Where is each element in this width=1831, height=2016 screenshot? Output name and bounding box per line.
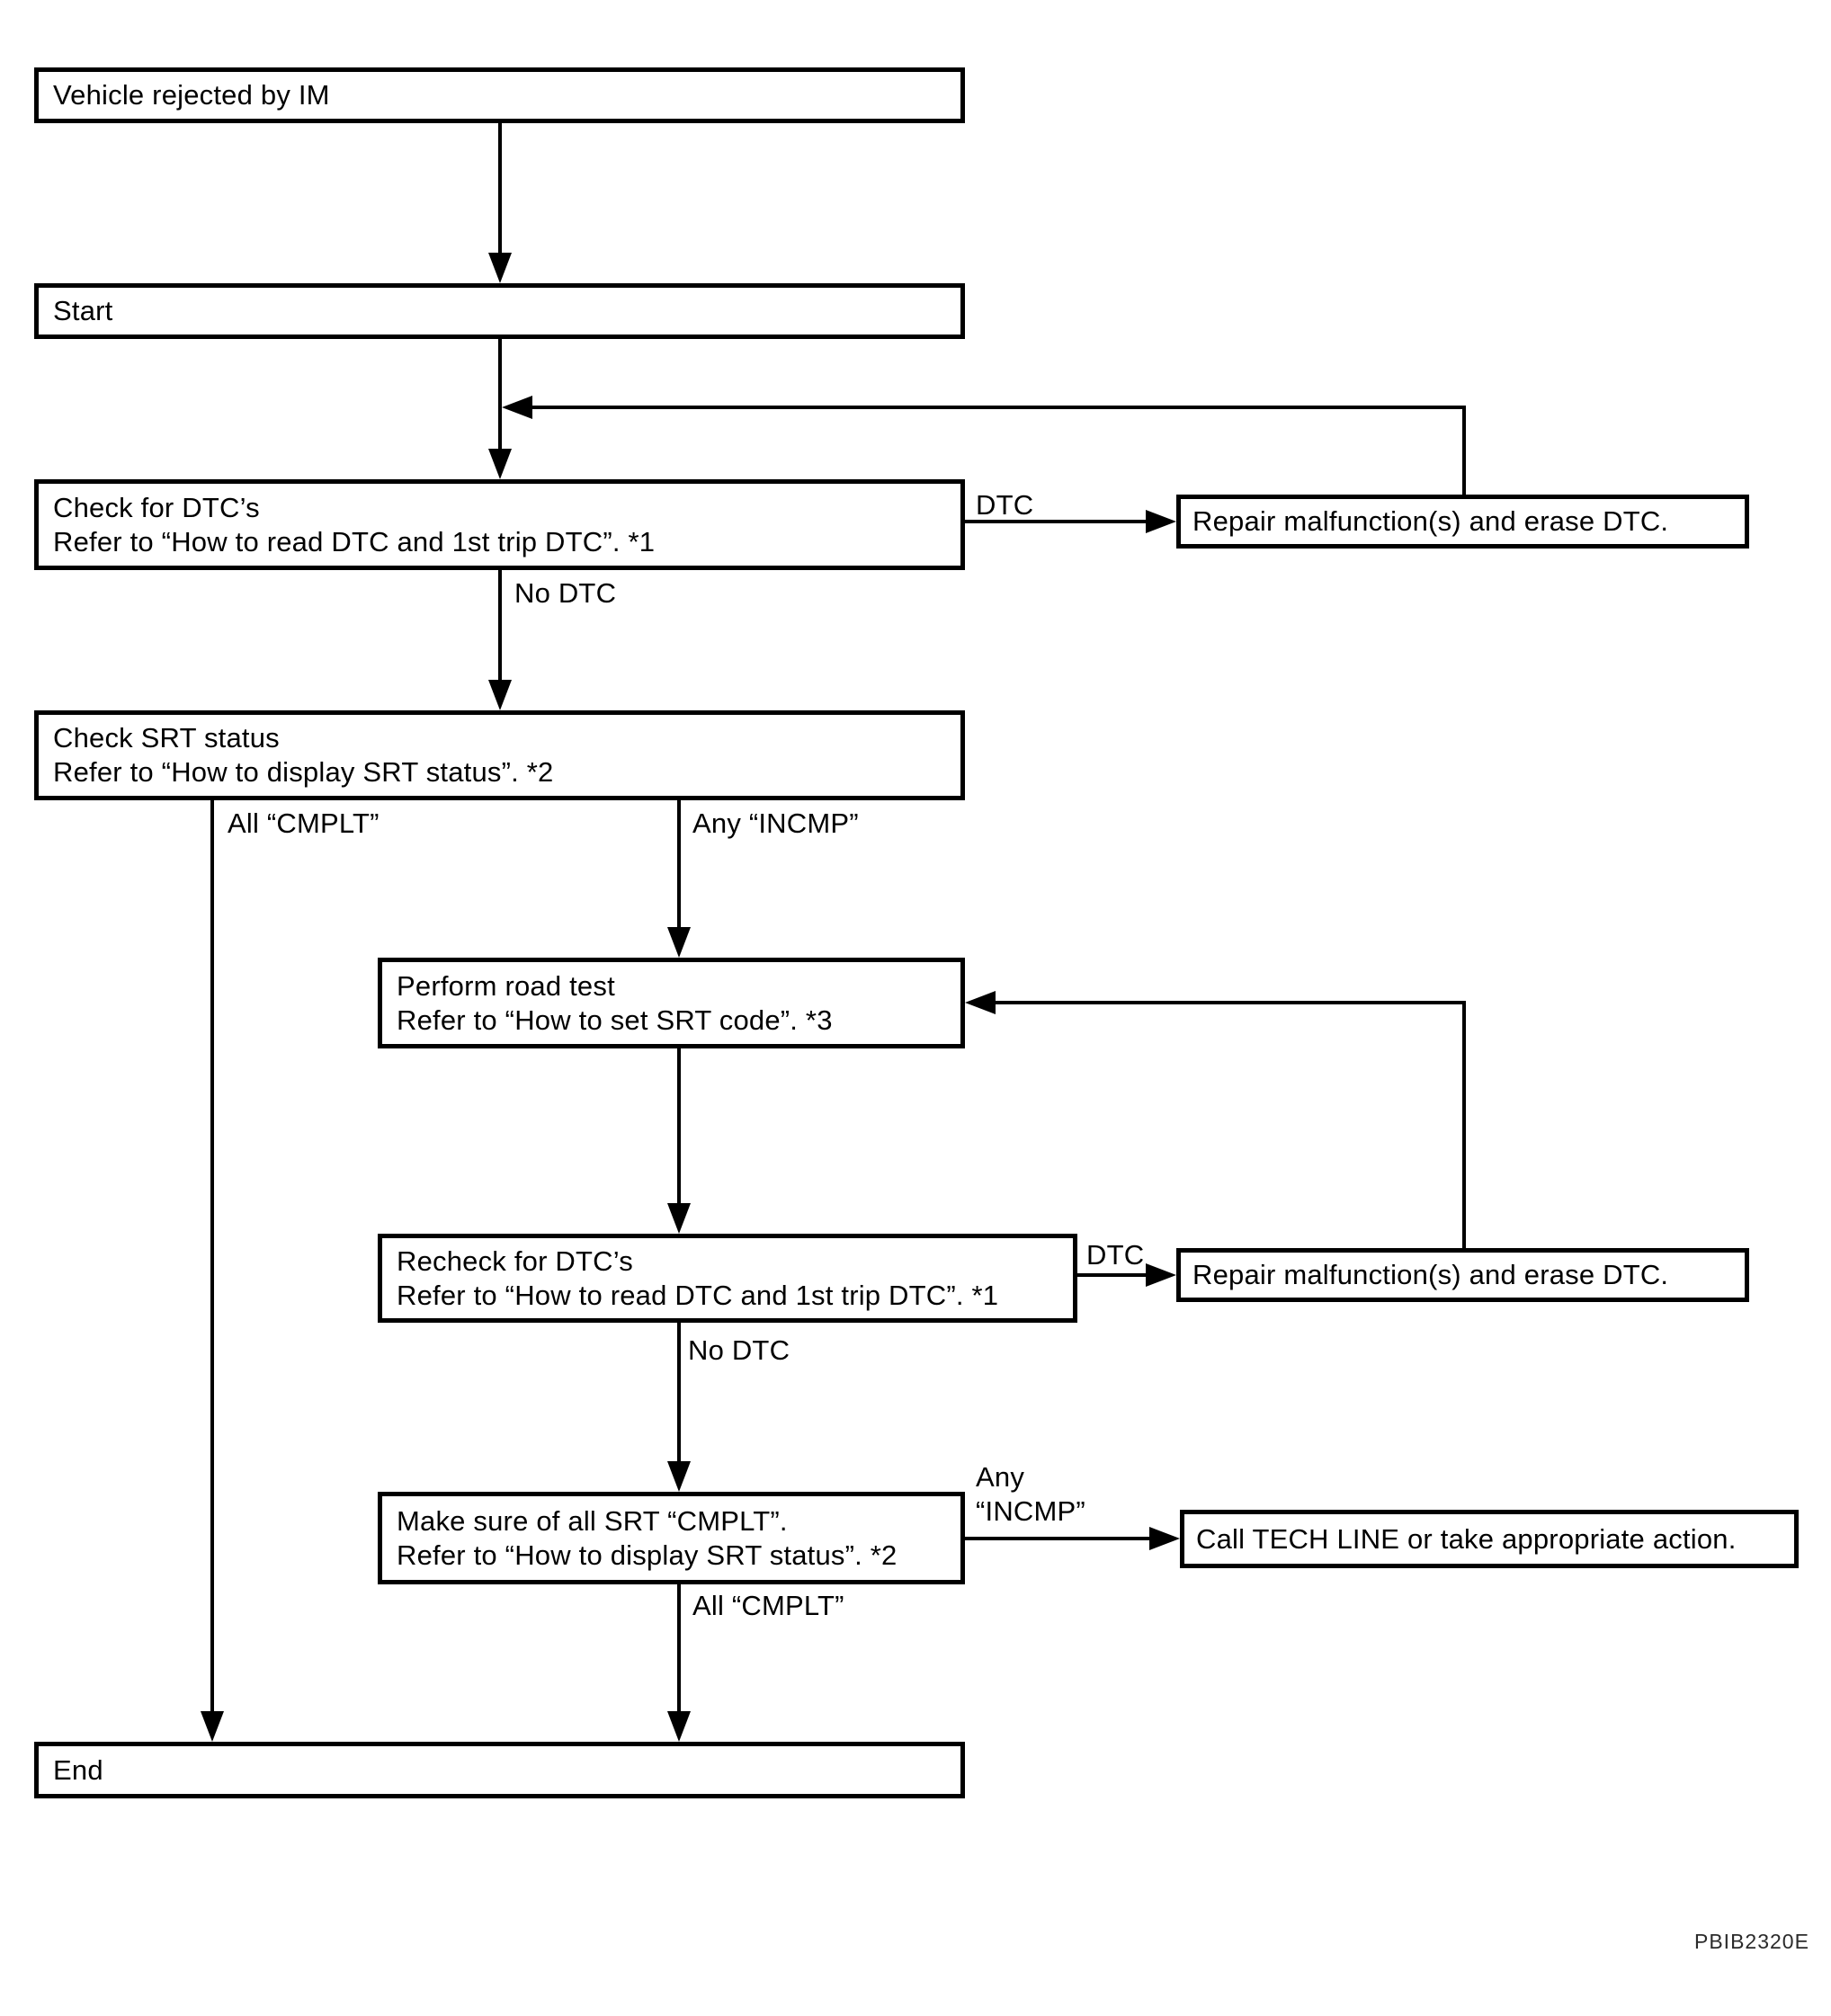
arrowhead-into-checksrt — [488, 680, 512, 710]
check-dtc-box: Check for DTC’s Refer to “How to read DT… — [34, 479, 965, 570]
connector-checksrt-to-roadtest — [677, 800, 681, 929]
arrowhead-into-repair-bottom — [1146, 1263, 1176, 1287]
connector-roadtest-to-recheck — [677, 1048, 681, 1205]
arrowhead-into-end-left — [201, 1711, 224, 1742]
make-sure-srt-cmplt-box: Make sure of all SRT “CMPLT”. Refer to “… — [378, 1492, 965, 1584]
check-srt-line1: Check SRT status — [53, 722, 280, 754]
arrowhead-into-checkdtc — [488, 449, 512, 479]
check-dtc-line2: Refer to “How to read DTC and 1st trip D… — [53, 525, 656, 558]
connector-recheck-to-makesure — [677, 1323, 681, 1463]
feedback-bottom-vertical — [1462, 1001, 1466, 1248]
all-cmplt-label-bottom: All “CMPLT” — [692, 1590, 844, 1621]
start-text: Start — [53, 295, 113, 326]
connector-start-to-checkdtc — [498, 339, 502, 452]
connector-makesure-to-techline — [965, 1537, 1151, 1540]
arrowhead-feedback-bottom — [965, 991, 996, 1014]
make-sure-line2: Refer to “How to display SRT status”. *2 — [397, 1539, 898, 1571]
no-dtc-label-bottom: No DTC — [688, 1334, 790, 1366]
recheck-dtc-line2: Refer to “How to read DTC and 1st trip D… — [397, 1279, 999, 1311]
feedback-bottom-horizontal — [994, 1001, 1466, 1004]
arrowhead-into-techline — [1149, 1527, 1180, 1550]
feedback-top-vertical — [1462, 406, 1466, 495]
end-box: End — [34, 1742, 965, 1798]
make-sure-line1: Make sure of all SRT “CMPLT”. — [397, 1504, 788, 1537]
arrowhead-into-makesure — [667, 1461, 691, 1492]
road-test-line1: Perform road test — [397, 969, 615, 1002]
check-dtc-line1: Check for DTC’s — [53, 491, 260, 523]
tech-line-text: Call TECH LINE or take appropriate actio… — [1196, 1522, 1737, 1555]
call-tech-line-box: Call TECH LINE or take appropriate actio… — [1180, 1510, 1799, 1568]
arrowhead-into-end-mid — [667, 1711, 691, 1742]
start-box: Start — [34, 283, 965, 339]
perform-road-test-box: Perform road test Refer to “How to set S… — [378, 958, 965, 1048]
vehicle-rejected-text: Vehicle rejected by IM — [53, 79, 330, 111]
no-dtc-label-top: No DTC — [514, 577, 617, 609]
dtc-label-bottom: DTC — [1086, 1239, 1145, 1271]
recheck-dtc-line1: Recheck for DTC’s — [397, 1244, 633, 1277]
connector-checksrt-to-end — [210, 800, 214, 1713]
arrowhead-into-roadtest — [667, 927, 691, 958]
arrowhead-feedback-top — [502, 396, 532, 419]
connector-vehicle-to-start — [498, 123, 502, 256]
any-incmp-label-right: Any “INCMP” — [976, 1460, 1085, 1529]
end-text: End — [53, 1753, 103, 1786]
connector-checkdtc-to-repair — [965, 520, 1148, 523]
road-test-line2: Refer to “How to set SRT code”. *3 — [397, 1004, 833, 1036]
repair-dtc-top-text: Repair malfunction(s) and erase DTC. — [1192, 505, 1669, 537]
recheck-dtc-box: Recheck for DTC’s Refer to “How to read … — [378, 1234, 1077, 1323]
connector-recheck-to-repair — [1077, 1273, 1148, 1277]
connector-makesure-to-end — [677, 1584, 681, 1713]
dtc-label-top: DTC — [976, 489, 1034, 521]
arrowhead-into-repair-top — [1146, 510, 1176, 533]
feedback-top-horizontal — [531, 406, 1466, 409]
repair-dtc-box-top: Repair malfunction(s) and erase DTC. — [1176, 495, 1749, 549]
arrowhead-into-recheck — [667, 1203, 691, 1234]
connector-checkdtc-to-checksrt — [498, 569, 502, 682]
all-cmplt-label-left: All “CMPLT” — [228, 807, 380, 839]
any-incmp-right-line2: “INCMP” — [976, 1495, 1085, 1527]
repair-dtc-box-bottom: Repair malfunction(s) and erase DTC. — [1176, 1248, 1749, 1302]
check-srt-line2: Refer to “How to display SRT status”. *2 — [53, 756, 554, 788]
figure-code-label: PBIB2320E — [1694, 1930, 1809, 1953]
any-incmp-right-line1: Any — [976, 1461, 1025, 1493]
any-incmp-label-mid: Any “INCMP” — [692, 807, 859, 839]
repair-dtc-bottom-text: Repair malfunction(s) and erase DTC. — [1192, 1259, 1669, 1290]
vehicle-rejected-box: Vehicle rejected by IM — [34, 67, 965, 123]
check-srt-status-box: Check SRT status Refer to “How to displa… — [34, 710, 965, 800]
arrowhead-into-start — [488, 253, 512, 283]
